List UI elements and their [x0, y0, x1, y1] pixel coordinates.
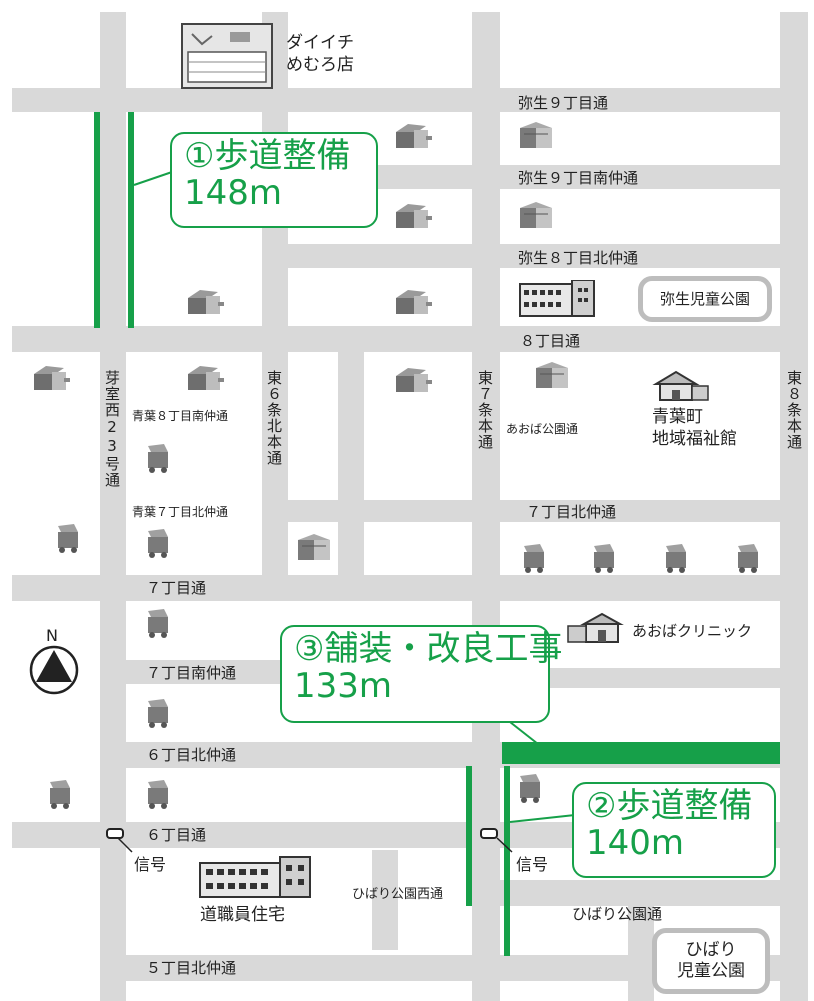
house-icon	[536, 362, 568, 388]
road-7-chome-minami-right	[500, 668, 808, 688]
north-arrow-icon	[29, 645, 79, 695]
staff-housing-label: 道職員住宅	[200, 905, 285, 925]
road-8-chome	[12, 326, 808, 352]
apartment-building-icon	[519, 280, 595, 317]
street-hibari-kouen: ひばり公園通	[572, 905, 663, 923]
street-higashi-6-kita: 東６条北本通	[265, 370, 283, 466]
house-icon	[738, 544, 758, 573]
road-7-chome-minami	[126, 660, 300, 684]
house-icon	[148, 444, 168, 473]
work-line-2a	[466, 766, 472, 906]
house-icon	[188, 290, 224, 314]
callout-sidewalk-148m: ①歩道整備 148m	[170, 132, 378, 228]
clinic-label: あおばクリニック	[632, 622, 753, 640]
road-yayoi-8-kita	[262, 244, 808, 268]
callout-1-title: ①歩道整備	[184, 136, 351, 176]
street-7-chome: ７丁目通	[146, 579, 207, 597]
callout-1-length: 148m	[184, 172, 283, 213]
house-icon	[148, 609, 168, 638]
house-icon	[396, 290, 432, 314]
street-5-chome-kita: ５丁目北仲通	[146, 959, 237, 977]
house-icon	[58, 524, 78, 553]
street-aoba-park: あおば公園通	[506, 422, 579, 436]
work-line-3	[502, 742, 780, 764]
street-8-chome: ８丁目通	[520, 332, 581, 350]
house-icon	[520, 774, 540, 803]
house-icon	[520, 122, 552, 148]
street-hibari-west: ひばり公園西通	[352, 887, 444, 902]
street-7-chome-kita: ７丁目北仲通	[526, 503, 617, 521]
signal-icon	[480, 828, 498, 839]
house-icon	[34, 366, 70, 390]
house-icon	[188, 366, 224, 390]
street-aoba-7-kita: 青葉７丁目北仲通	[132, 505, 229, 519]
clinic-building-icon	[567, 612, 624, 643]
house-icon	[298, 534, 330, 560]
house-icon	[148, 699, 168, 728]
callout-sidewalk-140m: ②歩道整備 140m	[572, 782, 776, 878]
callout-paving-133m: ③舗装・改良工事 133m	[280, 625, 563, 723]
signal-label-east: 信号	[516, 855, 549, 874]
street-yayoi-9-minami: 弥生９丁目南仲通	[518, 169, 639, 187]
house-icon	[396, 124, 432, 148]
street-yayoi-9: 弥生９丁目通	[518, 94, 609, 112]
house-icon	[396, 204, 432, 228]
road-7-chome	[12, 575, 808, 601]
street-memuro-nishi-23: 芽室西23号通	[103, 370, 121, 488]
callout-2-title: ②歩道整備	[586, 786, 753, 826]
road-hibari-kouen	[500, 880, 808, 906]
road-memuro-nishi-23	[100, 12, 126, 1001]
north-label: N	[46, 626, 58, 645]
street-higashi-8: 東８条本通	[785, 370, 803, 450]
street-6-chome: ６丁目通	[146, 826, 207, 844]
store-building-icon	[181, 23, 273, 89]
house-icon	[148, 780, 168, 809]
work-line-1a	[94, 112, 100, 328]
house-icon	[50, 780, 70, 809]
house-icon	[524, 544, 544, 573]
callout-2-length: 140m	[586, 822, 685, 863]
street-yayoi-8-kita: 弥生８丁目北仲通	[518, 249, 639, 267]
welfare-hall-label-line1: 青葉町	[652, 407, 703, 427]
welfare-hall-icon	[652, 370, 709, 401]
yayoi-park-label: 弥生児童公園	[659, 289, 750, 308]
callout-3-length: 133m	[294, 665, 393, 706]
welfare-hall-label-line2: 地域福祉館	[652, 429, 737, 449]
house-icon	[594, 544, 614, 573]
house-icon	[666, 544, 686, 573]
hibari-park: ひばり 児童公園	[652, 928, 770, 994]
hibari-park-label-line2: 児童公園	[677, 961, 745, 981]
road-yayoi-9	[12, 88, 808, 112]
signal-icon	[106, 828, 124, 839]
road-hibari-west	[372, 850, 398, 950]
house-icon	[148, 529, 168, 558]
street-7-chome-minami: ７丁目南仲通	[146, 664, 237, 682]
house-icon	[396, 368, 432, 392]
yayoi-park: 弥生児童公園	[638, 276, 772, 322]
road-7-chome-kita	[288, 500, 808, 522]
street-higashi-7: 東７条本通	[476, 370, 494, 450]
house-icon	[520, 202, 552, 228]
callout-3-title: ③舗装・改良工事	[294, 629, 563, 669]
hibari-park-label-line1: ひばり	[685, 939, 737, 960]
street-aoba-8-minami: 青葉８丁目南仲通	[132, 409, 229, 423]
road-aoba-stub	[338, 345, 364, 575]
signal-label-west: 信号	[134, 855, 167, 874]
work-line-2b	[504, 766, 510, 956]
staff-housing-building-icon	[199, 856, 311, 898]
store-label-line2: めむろ店	[286, 55, 354, 75]
store-label-line1: ダイイチ	[286, 33, 354, 53]
work-line-1b	[128, 112, 134, 328]
street-6-chome-kita: ６丁目北仲通	[146, 746, 237, 764]
